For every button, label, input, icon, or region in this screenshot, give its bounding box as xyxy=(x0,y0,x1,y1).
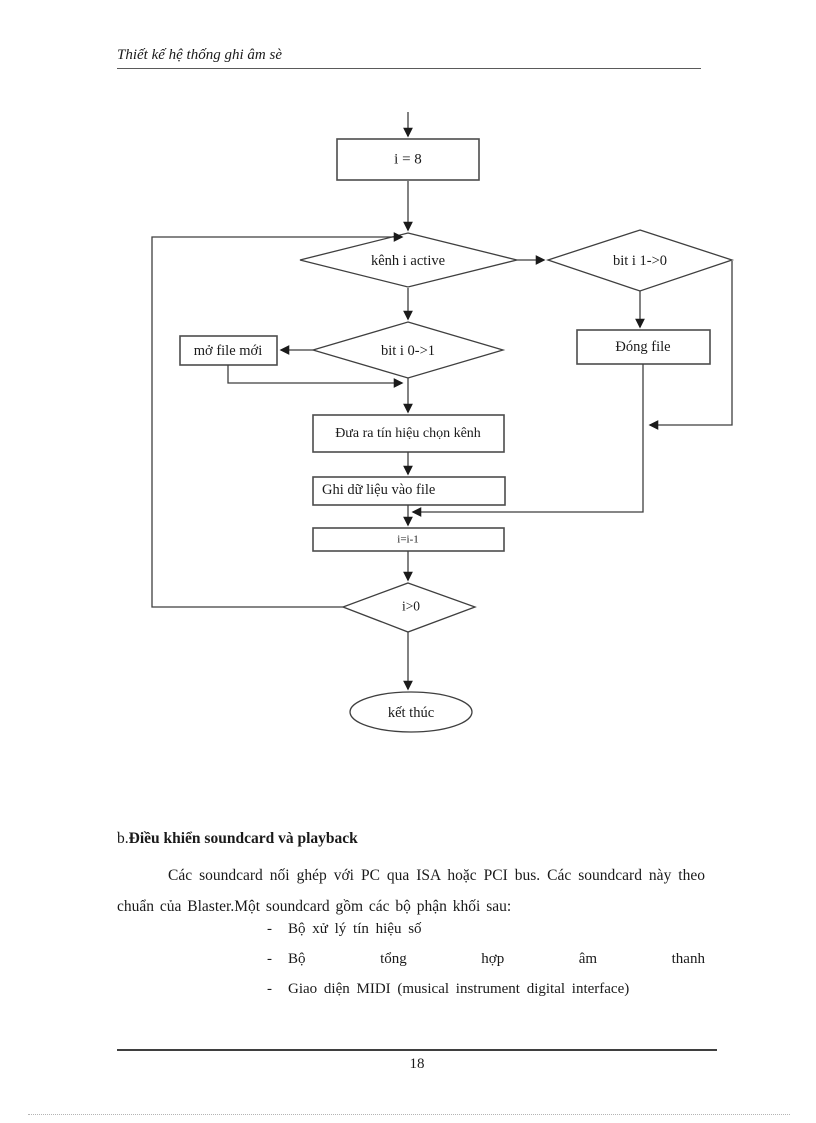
decision-bit-0-1-label: bit i 0->1 xyxy=(380,342,436,359)
bullet-word: Bộ xyxy=(288,951,306,967)
header-rule xyxy=(117,68,701,69)
bullet-text: Giao diện MIDI (musical instrument digit… xyxy=(288,981,630,997)
connector-loop-back xyxy=(151,232,404,608)
connector-mofile-to-mainline xyxy=(227,365,404,388)
node-dua-ra-label: Đưa ra tín hiệu chọn kênh xyxy=(335,426,481,441)
decision-bit-1-0-label: bit i 1->0 xyxy=(612,252,668,269)
footer-rule xyxy=(117,1049,717,1051)
bullet-list: - Bộ xử lý tín hiệu số - Bộ tổng hợp âm … xyxy=(267,921,705,1011)
page-header-title: Thiết kế hệ thống ghi âm sè xyxy=(117,47,282,63)
bottom-dotted-rule xyxy=(28,1114,790,1115)
bullet-word: hợp xyxy=(481,951,505,967)
body-paragraph: Các soundcard nối ghép với PC qua ISA ho… xyxy=(117,867,705,915)
bullet-dash: - xyxy=(267,951,272,967)
connector-bit10-right-branch xyxy=(648,261,733,430)
bullet-word: tổng xyxy=(380,951,407,967)
bullet-text-justified: Bộ tổng hợp âm thanh xyxy=(288,951,705,968)
decision-kenh-active-shape xyxy=(299,232,518,288)
bullet-dash: - xyxy=(267,981,272,997)
list-item: - Bộ xử lý tín hiệu số xyxy=(267,921,705,951)
decision-kenh-active-label: kênh i active xyxy=(370,252,446,269)
list-item: - Bộ tổng hợp âm thanh xyxy=(267,951,705,981)
bullet-dash: - xyxy=(267,921,272,937)
bullet-word: âm xyxy=(578,951,598,967)
list-item: - Giao diện MIDI (musical instrument dig… xyxy=(267,981,705,1011)
section-heading: b.Điều khiển soundcard và playback xyxy=(117,830,358,848)
node-mo-file-label: mở file mới xyxy=(193,342,263,359)
node-ghi-du-lieu-shape xyxy=(312,476,506,506)
node-init-shape xyxy=(336,138,480,181)
node-ghi-du-lieu-label: Ghi dữ liệu vào file xyxy=(322,482,436,498)
node-init-label: i = 8 xyxy=(394,151,422,168)
decision-i-gt-0-label: i>0 xyxy=(401,598,421,614)
section-heading-prefix: b. xyxy=(117,830,129,847)
bullet-text: Bộ xử lý tín hiệu số xyxy=(288,921,422,937)
bullet-word: thanh xyxy=(671,951,705,967)
flowchart-canvas xyxy=(151,112,735,733)
terminator-ket-thuc-label: kết thúc xyxy=(387,704,435,721)
node-dong-file-shape xyxy=(576,329,711,365)
node-decrement-label: i=i-1 xyxy=(397,533,419,546)
section-heading-bold: Điều khiển soundcard và playback xyxy=(128,830,358,847)
node-dua-ra-shape xyxy=(312,414,505,453)
node-mo-file-shape xyxy=(179,335,278,366)
node-dong-file-label: Đóng file xyxy=(615,338,671,355)
terminator-ket-thuc-shape xyxy=(349,691,473,733)
page-number: 18 xyxy=(409,1056,425,1072)
connector-dongfile-to-mainline xyxy=(411,364,644,517)
